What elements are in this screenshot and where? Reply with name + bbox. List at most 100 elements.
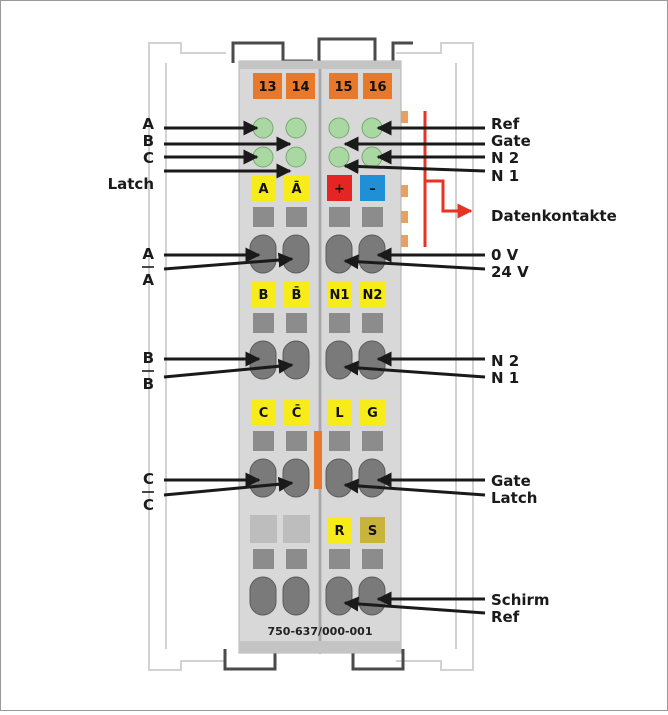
- number-chip-label: 13: [258, 80, 276, 95]
- signal-chip-label: G: [367, 406, 378, 421]
- arrow-line: [343, 360, 486, 379]
- release-slot: [253, 549, 274, 569]
- release-slot: [286, 207, 307, 227]
- signal-chip: [284, 175, 309, 201]
- release-slot: [362, 313, 383, 333]
- data-contact-tabs: [401, 111, 408, 247]
- orange-connector-bar: [314, 431, 322, 489]
- arrow-line: [343, 158, 486, 174]
- shield-chip: [360, 517, 385, 543]
- arrow-line: [343, 254, 486, 271]
- supply-chip-minus: [360, 175, 385, 201]
- left-signal-label: B: [143, 132, 154, 150]
- terminal-row-4: R S: [249, 515, 386, 616]
- left-signal-label: C: [143, 149, 154, 167]
- number-chip: [286, 73, 315, 99]
- release-slot: [286, 313, 307, 333]
- signal-chip-label: N2: [363, 288, 383, 303]
- signal-chip-label: C̄: [292, 405, 302, 421]
- right-labels: Ref Gate N 2 N 1 Datenkontakte 0 V 24 V …: [491, 115, 617, 626]
- right-signal-label: N 2: [491, 352, 519, 370]
- release-slot: [362, 549, 383, 569]
- clamp-hole: [325, 340, 353, 380]
- release-slot: [329, 431, 350, 451]
- signal-chip-label: B: [259, 288, 269, 303]
- signal-chip-label: R: [334, 524, 344, 539]
- supply-chip-plus: [327, 175, 352, 201]
- right-signal-label: N 1: [491, 369, 519, 387]
- right-signal-label: 0 V: [491, 246, 519, 264]
- signal-chip: [327, 517, 352, 543]
- arrow-line: [163, 358, 294, 379]
- release-slot: [286, 431, 307, 451]
- signal-chip-label: B̄: [292, 287, 302, 303]
- right-signal-label: Gate: [491, 472, 531, 490]
- number-chip: [329, 73, 358, 99]
- signal-chip-label: Ā: [291, 182, 301, 197]
- right-signal-label: Schirm: [491, 591, 550, 609]
- left-signal-label: A: [142, 115, 154, 133]
- right-arrows: [343, 120, 486, 615]
- led-indicator: [328, 146, 350, 168]
- bottom-strip: [239, 641, 401, 653]
- number-chip: [363, 73, 392, 99]
- right-signal-label: Latch: [491, 489, 537, 507]
- signal-chip-label: C: [259, 406, 269, 421]
- right-signal-label: N 2: [491, 149, 519, 167]
- signal-chip: [284, 399, 309, 425]
- left-signal-label: Latch: [108, 175, 154, 193]
- clamp-hole: [358, 576, 386, 616]
- right-signal-label: Ref: [491, 115, 520, 133]
- release-slot: [329, 207, 350, 227]
- signal-chip: [360, 281, 385, 307]
- left-signal-label: A: [142, 245, 154, 263]
- left-signal-label-inverted: B: [143, 375, 154, 393]
- signal-chip: [327, 399, 352, 425]
- clamp-hole: [282, 458, 310, 498]
- release-slot: [253, 431, 274, 451]
- top-brackets: [231, 37, 413, 65]
- part-number: 750-637/000-001: [268, 625, 373, 638]
- signal-chip: [360, 399, 385, 425]
- release-slot: [329, 313, 350, 333]
- right-signal-label: Gate: [491, 132, 531, 150]
- clamp-hole: [282, 576, 310, 616]
- signal-chip: [251, 399, 276, 425]
- led-indicator: [285, 117, 307, 139]
- left-signal-label: C: [143, 470, 154, 488]
- right-signal-label: N 1: [491, 167, 519, 185]
- release-slot: [329, 549, 350, 569]
- number-chip-label: 16: [368, 80, 386, 95]
- blank-chip: [250, 515, 277, 543]
- left-labels: A B C Latch A A B B C C: [108, 115, 155, 514]
- release-slot: [253, 207, 274, 227]
- data-contacts-bracket: [423, 111, 473, 247]
- release-slot: [362, 207, 383, 227]
- signal-chip-label: +: [334, 182, 345, 197]
- clamp-hole: [249, 576, 277, 616]
- signal-chip-label: S: [368, 524, 377, 539]
- signal-chip: [251, 281, 276, 307]
- clamp-hole: [282, 234, 310, 274]
- clamp-hole: [325, 234, 353, 274]
- right-signal-label: 24 V: [491, 263, 529, 281]
- release-slot: [362, 431, 383, 451]
- arrow-line: [343, 478, 486, 497]
- release-slot: [286, 549, 307, 569]
- arrow-line: [163, 476, 294, 497]
- signal-chip-label: L: [335, 406, 343, 421]
- led-indicator: [285, 146, 307, 168]
- signal-chip-label: A: [258, 182, 268, 197]
- left-signal-label: B: [143, 349, 154, 367]
- blank-chip: [283, 515, 310, 543]
- led-indicator: [328, 117, 350, 139]
- signal-chip-label: –: [369, 182, 376, 197]
- signal-chip: [327, 281, 352, 307]
- clamp-hole: [282, 340, 310, 380]
- signal-chip: [284, 281, 309, 307]
- data-contacts-label: Datenkontakte: [491, 207, 617, 225]
- clamp-hole: [325, 458, 353, 498]
- signal-chip: [251, 175, 276, 201]
- arrow-line: [163, 252, 294, 271]
